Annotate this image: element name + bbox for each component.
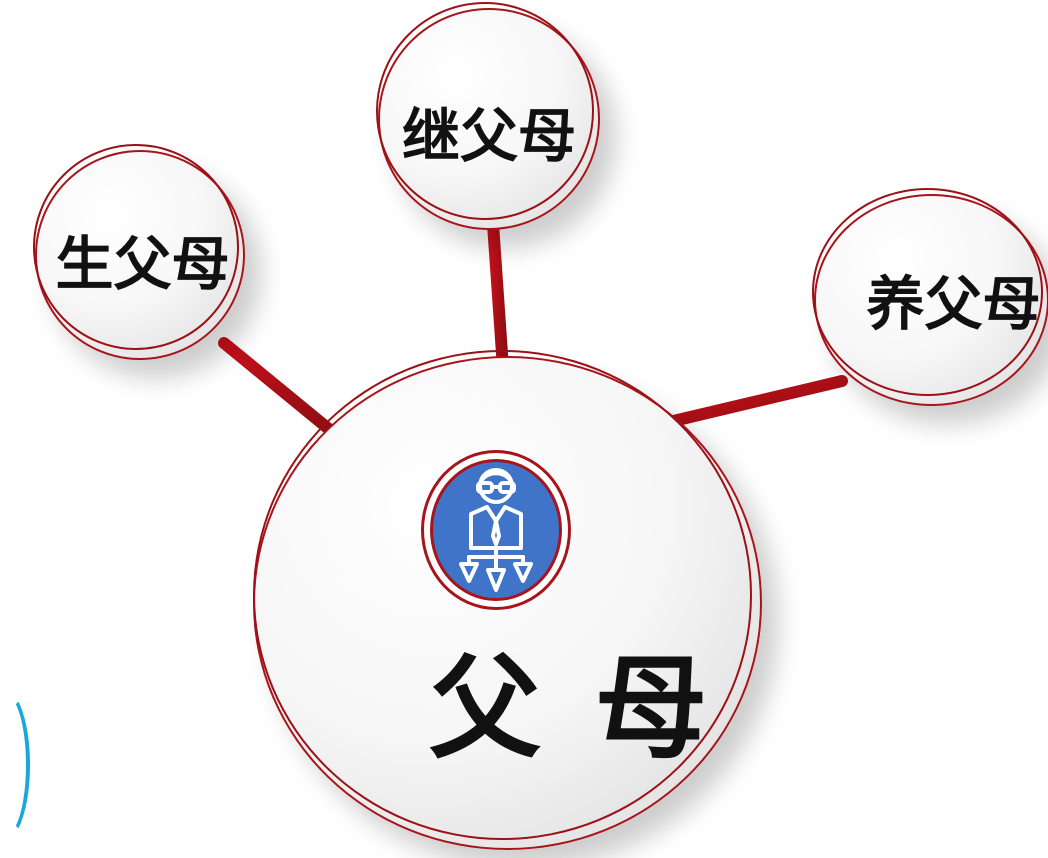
parents-label: 父母 [429, 644, 761, 774]
step-parents-label: 继父母 [401, 102, 576, 170]
birth-parents-node: 生父母 [33, 144, 245, 360]
birth-parents-label: 生父母 [55, 230, 230, 298]
birth-parents-link [218, 337, 336, 436]
parent-icon-frame [421, 450, 571, 610]
adoptive-parents-link [659, 375, 848, 429]
parent-person-arrows-icon [430, 459, 562, 601]
blue-edge-arc [0, 690, 30, 840]
adoptive-parents-label: 养父母 [866, 270, 1041, 338]
adoptive-parents-node: 养父母 [812, 188, 1048, 406]
step-parents-node: 继父母 [376, 2, 600, 230]
parents-center-node: 父母 [253, 350, 762, 850]
step-parents-link [487, 218, 509, 374]
